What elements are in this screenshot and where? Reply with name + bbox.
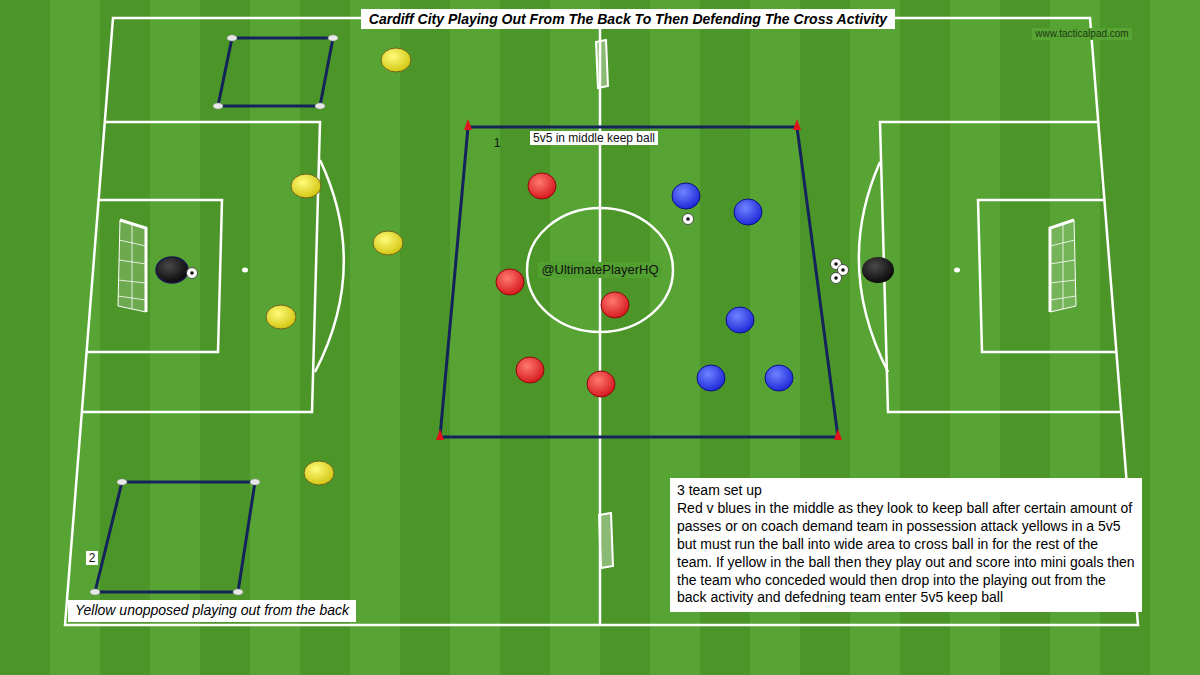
grass-stripe — [500, 0, 550, 675]
marker-disc — [90, 589, 100, 595]
grass-stripe — [50, 0, 100, 675]
net-line — [119, 240, 146, 246]
area-label: 5v5 in middle keep ball — [530, 131, 658, 145]
net-line — [132, 224, 133, 309]
grass-stripe — [300, 0, 350, 675]
mini-goal — [596, 40, 608, 88]
red-team — [496, 173, 629, 397]
goal — [118, 220, 146, 312]
ball-patch — [190, 271, 194, 275]
marker-disc — [250, 479, 260, 485]
ball-patch — [686, 217, 690, 221]
cones — [436, 119, 842, 440]
grid-square — [218, 38, 333, 106]
activity-label-box: Yellow unopposed playing out from the ba… — [68, 600, 356, 622]
grass-stripe — [1150, 0, 1200, 675]
grass-stripe — [350, 0, 400, 675]
callout-number: 2 — [86, 551, 99, 565]
instructions-box: 3 team set upRed v blues in the middle a… — [670, 478, 1142, 612]
goal — [1050, 220, 1076, 312]
yellow-player — [304, 461, 334, 485]
ball-patch — [834, 276, 838, 280]
blue-team — [672, 183, 793, 391]
goal-area — [978, 200, 1116, 352]
grass-stripe — [250, 0, 300, 675]
corner-markers — [90, 35, 338, 595]
grass-stripe — [600, 0, 650, 675]
marker-disc — [117, 479, 127, 485]
marker-disc — [328, 35, 338, 41]
blue-player — [765, 365, 793, 391]
grid-square — [95, 482, 255, 592]
title-banner: Cardiff City Playing Out From The Back T… — [361, 9, 895, 29]
note-body: Red v blues in the middle as they look t… — [677, 500, 1135, 607]
grass-stripe — [400, 0, 450, 675]
ball — [187, 268, 198, 279]
red-player — [528, 173, 556, 199]
penalty-spot — [242, 268, 248, 273]
mini-goal — [599, 513, 613, 568]
goal-net — [118, 220, 146, 312]
ball — [831, 273, 842, 284]
blue-player — [726, 307, 754, 333]
centre-circle — [527, 208, 673, 332]
ball-patch — [841, 268, 845, 272]
red-player — [601, 292, 629, 318]
ball-patch — [834, 262, 838, 266]
grass-stripe — [150, 0, 200, 675]
red-player — [587, 371, 615, 397]
red-player — [496, 269, 524, 295]
balls — [187, 214, 849, 284]
net-line — [1063, 224, 1064, 309]
watermark: @UltimatePlayerHQ — [538, 262, 661, 278]
note-heading: 3 team set up — [677, 482, 1135, 500]
keeper-symbol — [875, 264, 881, 276]
yellow-team — [266, 48, 411, 485]
cone — [464, 119, 472, 130]
net-line — [1050, 260, 1075, 264]
goal-frame — [120, 220, 146, 312]
marker-disc — [227, 35, 237, 41]
penalty-area — [82, 122, 320, 412]
ball — [683, 214, 694, 225]
blue-player — [734, 199, 762, 225]
yellow-player — [291, 174, 321, 198]
box-label: Yellow unopposed playing out from the ba… — [75, 602, 349, 620]
red-player — [516, 357, 544, 383]
callout-number: 1 — [491, 136, 504, 150]
grass-stripe — [200, 0, 250, 675]
grass-stripe — [550, 0, 600, 675]
penalty-spot — [954, 268, 960, 273]
goalkeeper — [156, 257, 188, 283]
yellow-player — [381, 48, 411, 72]
grass-stripe — [0, 0, 50, 675]
marker-disc — [213, 103, 223, 109]
blue-player — [697, 365, 725, 391]
cone — [834, 429, 842, 440]
yellow-player — [266, 305, 296, 329]
cone — [793, 119, 801, 130]
yellow-player — [373, 231, 403, 255]
goalkeeper — [862, 257, 894, 283]
goal-frame — [1050, 220, 1074, 312]
net-line — [1050, 240, 1075, 246]
blue-player — [672, 183, 700, 209]
penalty-area — [880, 122, 1121, 412]
watermark: www.tacticalpad.com — [1032, 28, 1131, 40]
keep-ball-square — [440, 127, 838, 437]
marker-disc — [233, 589, 243, 595]
net-line — [119, 260, 146, 264]
marker-disc — [315, 103, 325, 109]
grass-stripe — [450, 0, 500, 675]
goal-area — [87, 200, 222, 352]
cone — [436, 429, 444, 440]
goal-net — [1050, 220, 1076, 312]
